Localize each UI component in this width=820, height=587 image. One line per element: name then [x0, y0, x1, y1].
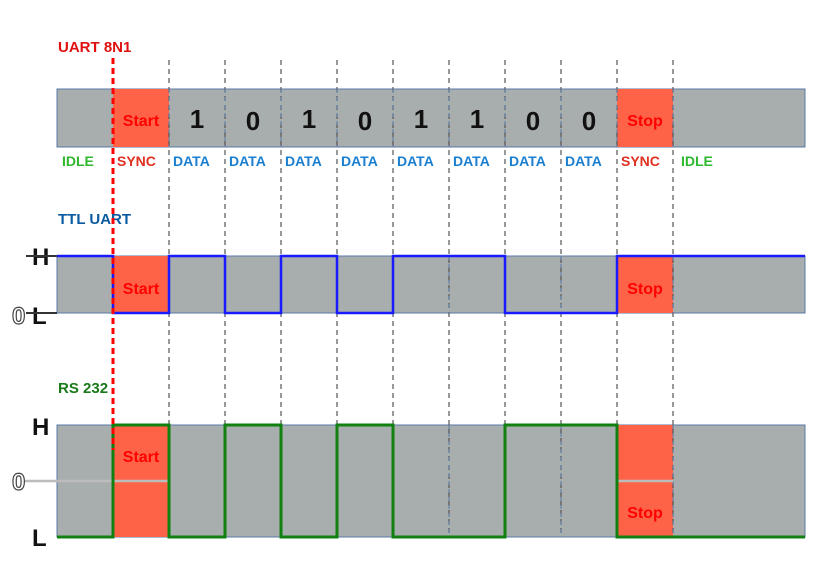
ttl-start-label: Start [123, 281, 160, 298]
uart-cell-label: DATA [173, 153, 210, 169]
uart-bit: 1 [414, 104, 428, 134]
uart-title: UART 8N1 [58, 39, 131, 56]
uart-cell-labels: IDLE SYNC DATA DATA DATA DATA DATA DATA DATA DATA… [62, 153, 713, 169]
rs232-title: RS 232 [58, 380, 108, 397]
uart-cell-label: DATA [229, 153, 266, 169]
uart-start-box [113, 89, 169, 147]
rs232-waveform [57, 423, 805, 539]
uart-bit: 1 [470, 104, 484, 134]
rs232-high-label: H [32, 414, 49, 441]
ttl-zero-label: 0 [12, 303, 25, 330]
uart-cell-label: SYNC [117, 153, 156, 169]
uart-cell-label: SYNC [621, 153, 660, 169]
uart-bit: 0 [526, 106, 540, 136]
uart-start-label: Start [123, 113, 160, 130]
ttl-title: TTL UART [58, 211, 131, 228]
uart-cell-label: DATA [509, 153, 546, 169]
ttl-waveform [57, 254, 805, 315]
uart-cell-label: DATA [453, 153, 490, 169]
uart-cell-label: IDLE [62, 153, 94, 169]
rs232-zero-label: 0 [12, 469, 25, 496]
rs232-low-label: L [32, 525, 47, 552]
uart-cell-label: DATA [341, 153, 378, 169]
uart-bit: 0 [582, 106, 596, 136]
rs232-frame [56, 424, 806, 538]
ttl-stop-label: Stop [627, 281, 663, 298]
uart-cell-label: DATA [397, 153, 434, 169]
uart-stop-label: Stop [627, 113, 663, 130]
uart-bit: 0 [246, 106, 260, 136]
uart-bit: 1 [302, 104, 316, 134]
ttl-stop-box [617, 256, 673, 313]
rs232-start-label: Start [123, 449, 160, 466]
uart-cell-label: DATA [565, 153, 602, 169]
frame-backgrounds [56, 88, 806, 538]
ttl-high-label: H [32, 244, 49, 271]
uart-stop-box [617, 89, 673, 147]
uart-bit: 1 [190, 104, 204, 134]
uart-bit: 0 [358, 106, 372, 136]
uart-cell-label: IDLE [681, 153, 713, 169]
uart-frame [56, 88, 806, 148]
ttl-frame [56, 255, 806, 314]
rs232-stop-label: Stop [627, 505, 663, 522]
uart-data-bits: 1 0 1 0 1 1 0 0 [190, 104, 596, 136]
ttl-start-box [113, 256, 169, 313]
uart-cell-label: DATA [285, 153, 322, 169]
ttl-low-label: L [32, 303, 47, 330]
